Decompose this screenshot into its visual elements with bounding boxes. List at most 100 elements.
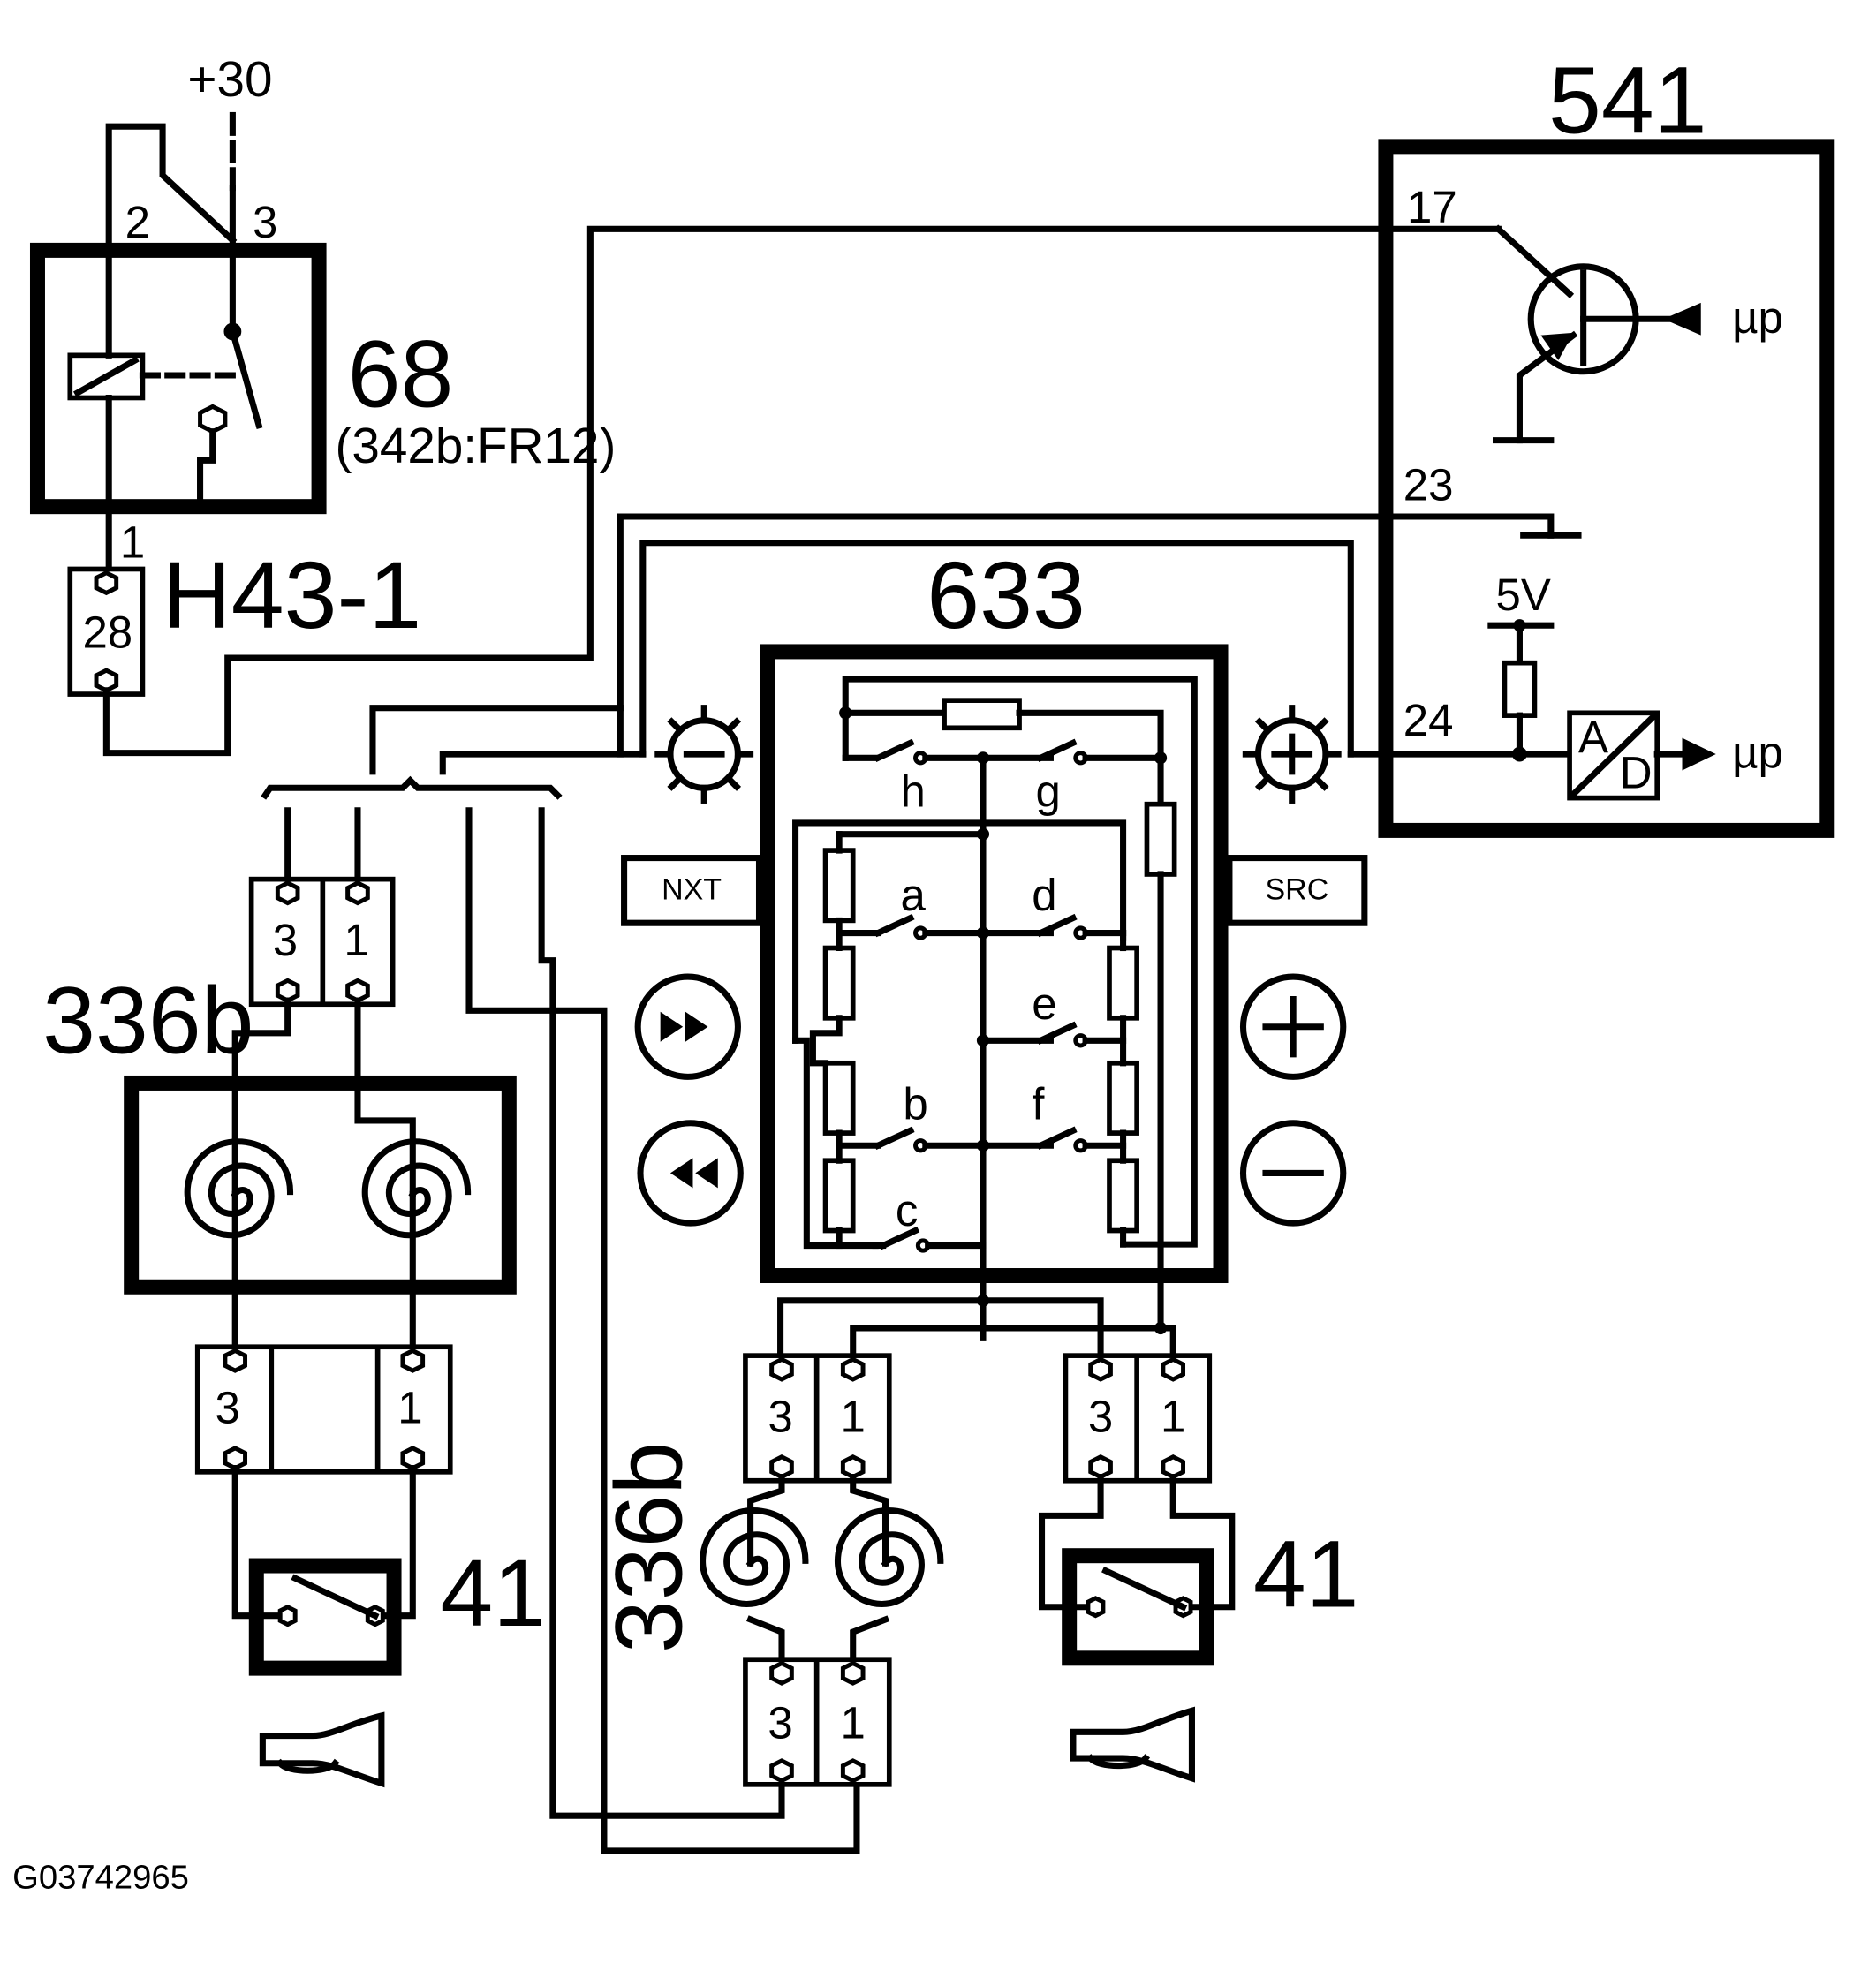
clock-spring-coil-icon — [365, 1142, 467, 1235]
terminal — [1088, 1454, 1113, 1480]
horn-trumpet-icon — [259, 1711, 385, 1788]
terminal — [1088, 1356, 1113, 1382]
terminal — [345, 880, 370, 906]
switch-label-a: a — [901, 870, 927, 920]
adc-out-label: D — [1620, 747, 1653, 797]
harness-wire-4 — [538, 807, 785, 1819]
horn-left-wire-a — [231, 1465, 291, 1620]
fast-forward-button[interactable] — [634, 973, 741, 1080]
module-541: 541 17 µp 23 5V 24 A D µp — [617, 47, 1835, 838]
module-up-label-1: µp — [1732, 292, 1783, 343]
connector-pin-1: 1 — [841, 1697, 866, 1748]
wire-fuse-to-pin17 — [102, 225, 1389, 757]
horn-right: 41 — [1062, 1522, 1359, 1783]
terminal — [769, 1356, 794, 1382]
transistor-base-arrow — [1663, 302, 1701, 336]
switch-label-g: g — [1035, 766, 1060, 817]
switch-label-b: b — [903, 1079, 927, 1129]
switch-b-blade — [874, 1126, 915, 1150]
pad-left-resistor-2 — [822, 945, 856, 1021]
relay-68: +30 2 3 68 (342b:FR12) 1 — [29, 52, 616, 573]
horn-contact — [1086, 1596, 1106, 1619]
terminal — [769, 1454, 794, 1480]
switch-label-f: f — [1032, 1079, 1045, 1129]
switch-label-d: d — [1032, 870, 1056, 920]
horn-right-wire-a — [1038, 1473, 1104, 1611]
cs2-wire-left — [747, 1473, 785, 1567]
src-button[interactable]: SRC — [1226, 855, 1368, 926]
fuse-number: 28 — [82, 608, 132, 658]
switch-d-blade — [1036, 913, 1078, 938]
harness-wire-3 — [465, 807, 860, 1854]
horn-right-box — [1062, 1548, 1214, 1666]
horn-switch-blade — [291, 1574, 380, 1620]
volume-minus-button[interactable] — [1239, 1120, 1347, 1227]
module-number: 541 — [1548, 47, 1707, 153]
connector-pin-3: 3 — [768, 1392, 792, 1442]
transistor-emitter — [1516, 330, 1578, 444]
fuse-h43-1: 28 H43-1 — [67, 225, 1389, 757]
rewind-icon — [695, 1158, 718, 1189]
volume-plus-button[interactable] — [1239, 973, 1347, 1080]
horn-right-wire-b — [1169, 1473, 1236, 1611]
relay-pin3-label: 3 — [253, 197, 277, 247]
module-pin23-label: 23 — [1403, 460, 1454, 510]
relay-coil-slash — [72, 356, 140, 397]
volume-down-gear-icon — [654, 705, 754, 804]
switch-label-c: c — [896, 1185, 918, 1235]
connector-pin-3: 3 — [273, 915, 298, 965]
connector-pin-1: 1 — [1161, 1392, 1185, 1442]
connector-pin-1: 1 — [841, 1392, 866, 1442]
clock-spring-coil-icon — [703, 1510, 806, 1604]
horn-right-connector: 3 1 — [1063, 1353, 1213, 1484]
connector-pin-3: 3 — [768, 1697, 792, 1748]
terminal — [223, 1446, 248, 1471]
terminal — [275, 880, 300, 906]
clock-spring-2-bottom-connector: 3 1 — [743, 1657, 892, 1787]
module-up-label-2: µp — [1732, 728, 1783, 778]
adc-diagonal — [1567, 711, 1660, 800]
fuse-terminal-bottom — [94, 668, 119, 693]
pad-out-wire-1 — [777, 1297, 987, 1364]
terminal — [1161, 1356, 1186, 1382]
relay-number: 68 — [348, 321, 454, 427]
fast-forward-icon — [660, 1011, 684, 1042]
connector-pin-1: 1 — [344, 915, 368, 965]
relay-ref: (342b:FR12) — [335, 419, 616, 474]
clock-spring-coil-icon — [187, 1142, 290, 1235]
switch-f-blade — [1036, 1126, 1078, 1150]
horn-right-number: 41 — [1253, 1522, 1359, 1627]
terminal — [840, 1356, 866, 1382]
pad-outer-loop — [842, 676, 1198, 1248]
terminal — [769, 1758, 794, 1784]
clock-spring-1-connector: 3 1 — [248, 876, 396, 1008]
relay-contact-wire — [197, 428, 216, 504]
clock-spring-2-label: 336b — [596, 1442, 702, 1653]
switch-c-blade — [878, 1226, 920, 1250]
nxt-button[interactable]: NXT — [621, 855, 763, 926]
clock-spring-1-label: 336b — [42, 967, 253, 1073]
terminal — [345, 978, 370, 1003]
switch-h-blade — [874, 738, 915, 762]
horn-contact — [277, 1604, 298, 1627]
adc-out-arrow — [1682, 737, 1716, 771]
horn-left: 41 — [248, 1540, 546, 1788]
switch-pad-number: 633 — [927, 542, 1086, 648]
cs1-wire-left — [231, 997, 291, 1198]
rewind-button[interactable] — [637, 1120, 744, 1227]
switch-pad-633: 633 h g — [621, 542, 1368, 1341]
pad-right-resistor-1 — [1107, 945, 1139, 1021]
wire-pin23 — [617, 513, 1555, 758]
clock-spring-1-box — [124, 1075, 517, 1295]
terminal — [223, 1348, 248, 1373]
pullup-resistor — [1502, 660, 1538, 718]
wire-23-down — [369, 705, 624, 775]
pad-right-resistor-3 — [1107, 1158, 1139, 1234]
pad-left-resistor-4 — [822, 1158, 856, 1234]
relay-contact-blade — [229, 328, 263, 429]
terminal — [400, 1348, 426, 1373]
terminal — [840, 1758, 866, 1784]
pad-left-resistor-1 — [822, 848, 856, 924]
transistor-collector — [1494, 224, 1575, 298]
nxt-label: NXT — [662, 872, 722, 906]
